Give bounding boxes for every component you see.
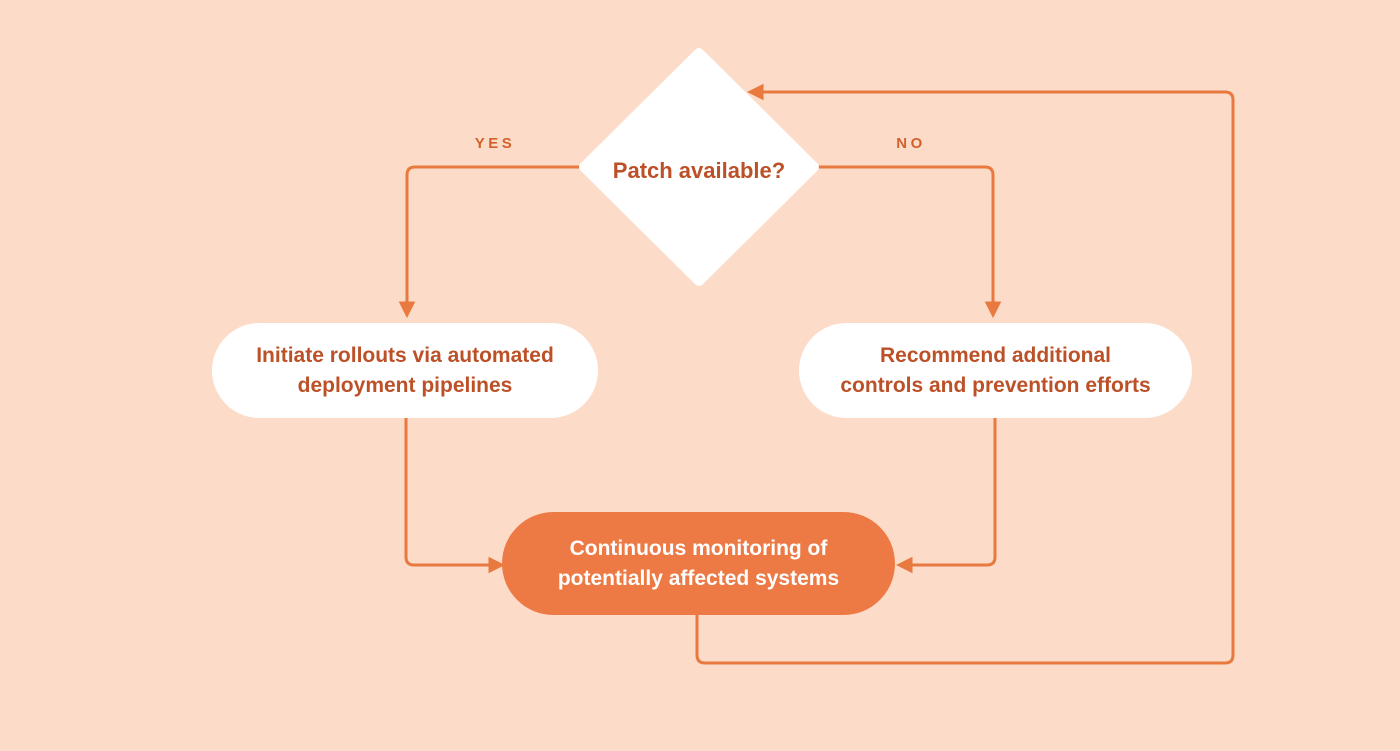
no-branch-label: NO (896, 135, 926, 152)
decision-diamond (579, 48, 819, 286)
node-recommend-controls: Recommend additional controls and preven… (799, 323, 1192, 418)
connector-feedback-loop (695, 83, 1235, 665)
node-text-line: deployment pipelines (297, 373, 513, 397)
connector-no-to-end (895, 418, 997, 574)
node-text-line: Continuous monitoring of (569, 536, 828, 560)
node-text-line: Initiate rollouts via automated (256, 343, 554, 367)
connector-no-branch (816, 165, 1002, 319)
node-text-line: Recommend additional (879, 343, 1112, 367)
yes-branch-label: YES (474, 135, 516, 152)
decision-label: Patch available? (612, 158, 786, 183)
node-text-line: controls and prevention efforts (840, 373, 1151, 397)
node-text-line: potentially affected systems (557, 566, 840, 590)
node-continuous-monitoring: Continuous monitoring of potentially aff… (502, 512, 895, 615)
connector-yes-branch (398, 165, 582, 319)
connector-yes-to-end (404, 418, 506, 574)
node-initiate-rollouts: Initiate rollouts via automated deployme… (212, 323, 598, 418)
